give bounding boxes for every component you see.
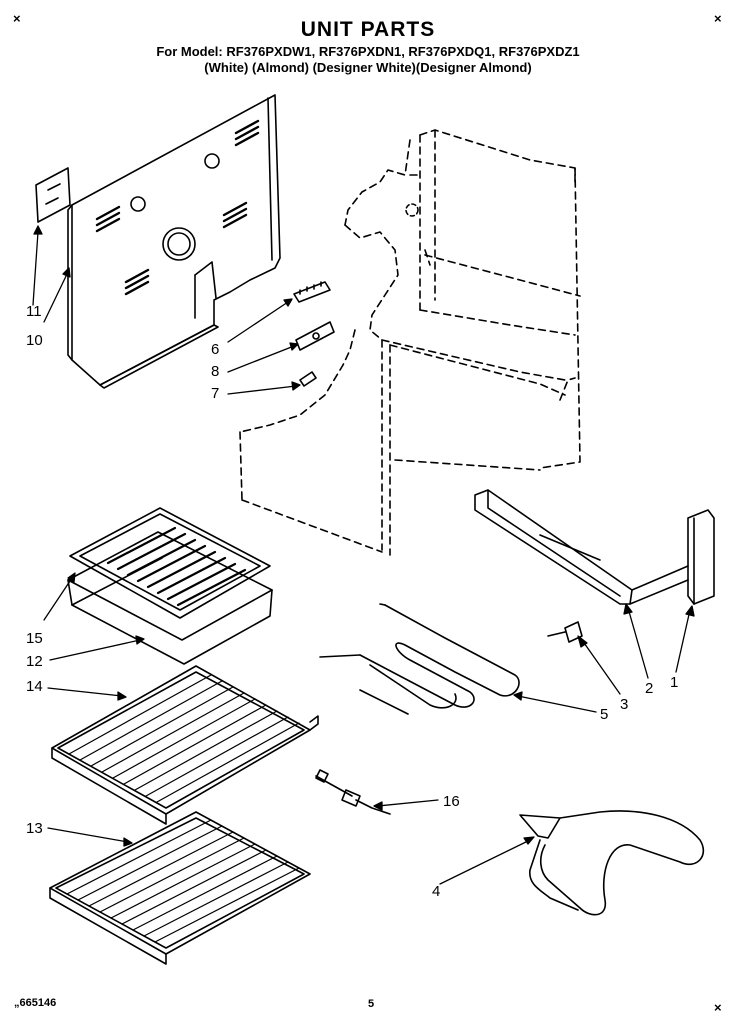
callout-8: 8 (211, 363, 220, 380)
part-6-terminal-block (293, 281, 331, 303)
body-vent-hole (405, 203, 419, 217)
oven-rack-wires-lower (66, 819, 300, 943)
model-list: For Model: RF376PXDW1, RF376PXDN1, RF376… (156, 44, 580, 59)
back-panel-vents (95, 119, 260, 296)
part-5-bake-element (319, 603, 520, 715)
drawing-id: „665146 (14, 997, 57, 1009)
callout-4: 4 (432, 883, 441, 900)
part-1-side-trim (687, 509, 715, 605)
color-list: (White) (Almond) (Designer White)(Design… (204, 60, 532, 75)
corner-mark-top-right: × (714, 11, 722, 26)
oven-rack-wires (68, 674, 300, 803)
callout-14: 13 (26, 820, 43, 837)
part-8-clip (295, 321, 335, 351)
part-16-igniter (315, 769, 391, 815)
part-4-broil-element (519, 810, 705, 916)
page-number: 5 (368, 998, 375, 1010)
page-title: UNIT PARTS (300, 18, 436, 41)
callout-3: 3 (620, 696, 629, 713)
part-12-broiler-pan (67, 531, 273, 665)
part-10-back-panel (67, 94, 281, 389)
corner-mark-bottom-right: × (714, 1000, 722, 1015)
part-11-bracket (35, 167, 71, 223)
part-2-front-rail (474, 489, 689, 605)
leader-lines (32, 225, 695, 885)
callout-10: 10 (26, 332, 43, 349)
callout-6: 6 (211, 341, 220, 358)
callout-15: 14 (26, 678, 43, 695)
part-3-clip (547, 621, 583, 643)
part-15-oven-rack (51, 665, 319, 825)
callout-13: 15 (26, 630, 43, 647)
part-13-broiler-grid (69, 507, 271, 619)
callout-16: 16 (443, 793, 460, 810)
callout-12: 12 (26, 653, 43, 670)
corner-mark-top-left: × (13, 11, 21, 26)
callout-11: 11 (26, 303, 42, 320)
part-14-oven-rack (49, 811, 311, 965)
range-body-outline (239, 129, 581, 556)
callout-5: 5 (600, 706, 609, 723)
part-7-screw (299, 371, 317, 387)
callout-2: 2 (645, 680, 654, 697)
callout-7: 7 (211, 385, 220, 402)
callout-1: 1 (670, 674, 679, 691)
